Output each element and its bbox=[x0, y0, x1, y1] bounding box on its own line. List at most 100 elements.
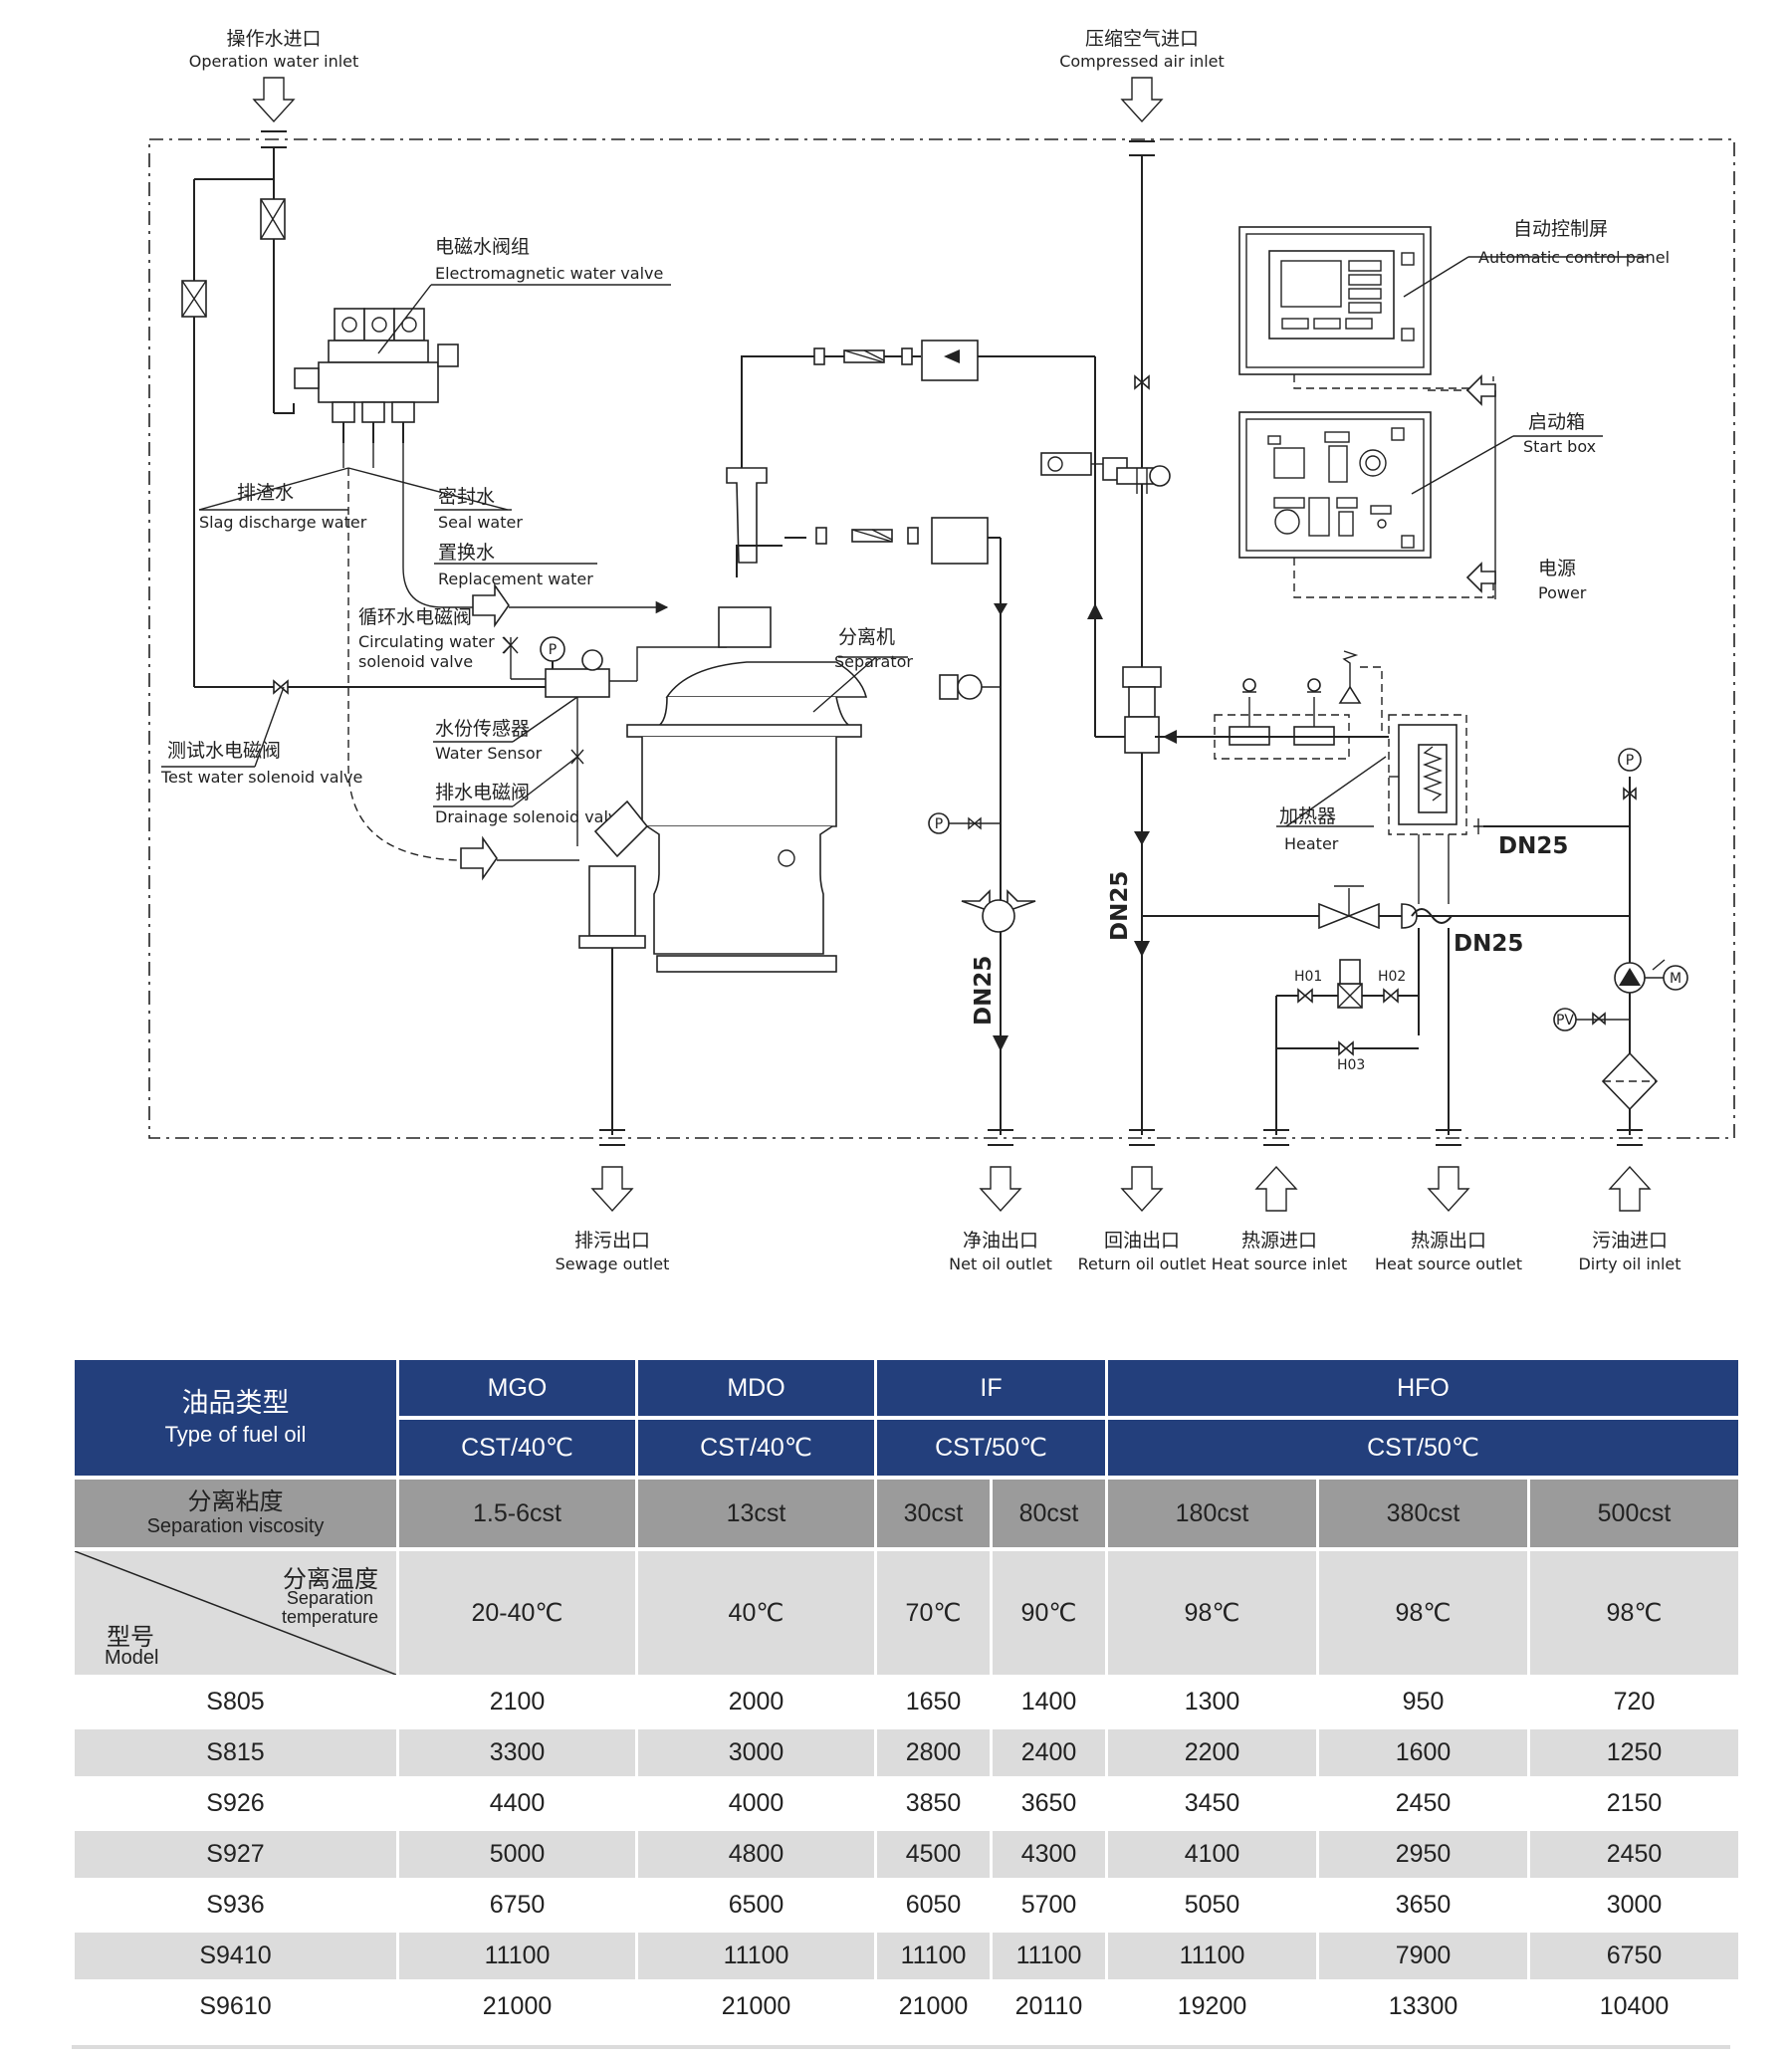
label-en: Start box bbox=[1523, 437, 1596, 456]
heat-source-outlet-en: Heat source outlet bbox=[1375, 1255, 1522, 1273]
viscosity-label: 分离粘度 Separation viscosity bbox=[75, 1480, 396, 1547]
capacity-cell: 4000 bbox=[728, 1789, 784, 1817]
flow-arrow-icon bbox=[460, 835, 498, 881]
capacity-cell: 2950 bbox=[1319, 1831, 1527, 1878]
outlet-arrows bbox=[590, 1165, 1652, 1213]
table-row: S9410 11100 11100 11100 11100 11100 7900… bbox=[75, 1933, 1738, 1979]
label-en: Water Sensor bbox=[435, 744, 543, 763]
heat-source-inlet-en: Heat source inlet bbox=[1212, 1255, 1347, 1273]
label-zh: 测试水电磁阀 bbox=[167, 740, 281, 762]
gauge-label: P bbox=[1626, 753, 1634, 769]
model-cell: S9610 bbox=[199, 1992, 272, 2020]
label-en2: solenoid valve bbox=[358, 652, 473, 671]
inlet-arrow-icon bbox=[1608, 1165, 1652, 1212]
temperature-cell: 98℃ bbox=[1319, 1551, 1527, 1675]
dn25-lower: DN25 bbox=[1454, 931, 1523, 957]
corner-diagonal bbox=[75, 1551, 396, 1675]
capacity-cell: 1650 bbox=[905, 1688, 962, 1716]
fuel-mdo: MDO bbox=[638, 1360, 874, 1416]
table-bottom-rule bbox=[72, 2045, 1730, 2049]
clean-oil-piping: P DN25 bbox=[736, 340, 1143, 1135]
slag-water-en: Slag discharge water bbox=[199, 513, 367, 532]
capacity-cell: 6050 bbox=[905, 1891, 962, 1919]
capacity-cell: 3300 bbox=[399, 1729, 635, 1776]
label-en: Electromagnetic water valve bbox=[435, 264, 663, 283]
dn25-net: DN25 bbox=[971, 956, 997, 1026]
return-oil-piping: DN25 DN25 bbox=[1107, 666, 1630, 1135]
capacity-cell: 2150 bbox=[1606, 1789, 1663, 1817]
capacity-cell: 4400 bbox=[489, 1789, 546, 1817]
temperature-en-1: Separation bbox=[286, 1588, 373, 1608]
dn25-return: DN25 bbox=[1107, 871, 1133, 941]
viscosity-en: Separation viscosity bbox=[146, 1515, 325, 1538]
power-en: Power bbox=[1538, 583, 1587, 602]
temperature-cell: 20-40℃ bbox=[399, 1551, 635, 1675]
model-cell: S936 bbox=[206, 1891, 265, 1919]
return-oil-outlet-zh: 回油出口 bbox=[1104, 1230, 1180, 1252]
capacity-cell: 3450 bbox=[1184, 1789, 1240, 1817]
operation-water-inlet: 操作水进口 Operation water inlet bbox=[189, 28, 359, 148]
system-boundary bbox=[148, 138, 1735, 1139]
slag-water-zh: 排渣水 bbox=[237, 482, 294, 504]
model-cell: S926 bbox=[206, 1789, 265, 1817]
temperature-cell: 90℃ bbox=[993, 1551, 1105, 1675]
drain-en: Drainage solenoid valve bbox=[435, 807, 627, 826]
dn25-upper: DN25 bbox=[1498, 833, 1568, 859]
heat-source-inlet-zh: 热源进口 bbox=[1241, 1230, 1317, 1252]
h02-label: H02 bbox=[1378, 969, 1406, 985]
heater-assembly: 加热器 Heater DN25 bbox=[1155, 650, 1630, 1135]
unit-header-row: CST/40℃ CST/40℃ CST/50℃ CST/50℃ bbox=[75, 1420, 1738, 1476]
capacity-cell: 11100 bbox=[993, 1933, 1105, 1979]
label-zh: 水份传感器 bbox=[435, 718, 530, 740]
temperature-en-2: temperature bbox=[281, 1606, 378, 1627]
label-en: Compressed air inlet bbox=[1059, 52, 1225, 71]
model-cell: S927 bbox=[75, 1831, 396, 1878]
capacity-cell: 3650 bbox=[1395, 1891, 1452, 1919]
label-en: Operation water inlet bbox=[189, 52, 359, 71]
dirty-oil-inlet-zh: 污油进口 bbox=[1592, 1230, 1668, 1252]
pressure-gauge-icon bbox=[540, 636, 565, 662]
table-row: S927 5000 4800 4500 4300 4100 2950 2450 bbox=[75, 1831, 1738, 1878]
capacity-cell: 2450 bbox=[1530, 1831, 1738, 1878]
table-row: S936 6750 6500 6050 5700 5050 3650 3000 bbox=[75, 1882, 1738, 1929]
capacity-cell: 1250 bbox=[1530, 1729, 1738, 1776]
compressed-air-inlet: 压缩空气进口 Compressed air inlet bbox=[1059, 28, 1225, 156]
model-cell: S9410 bbox=[75, 1933, 396, 1979]
flow-arrow-icon bbox=[472, 582, 510, 628]
h01-label: H01 bbox=[1294, 969, 1322, 985]
h03-label: H03 bbox=[1337, 1057, 1365, 1073]
fuel-type-header-row: 油品类型 Type of fuel oil MGO MDO IF HFO bbox=[75, 1360, 1738, 1476]
replacement-water-en: Replacement water bbox=[438, 570, 593, 588]
capacity-cell: 3650 bbox=[1020, 1789, 1077, 1817]
capacity-cell: 11100 bbox=[638, 1933, 874, 1979]
capacity-cell: 2400 bbox=[993, 1729, 1105, 1776]
separator: 分离机 Separator bbox=[578, 467, 913, 1135]
dirty-oil-line: P M PV bbox=[1553, 748, 1688, 1135]
gauge-label: P bbox=[935, 816, 943, 832]
viscosity-cell: 80cst bbox=[993, 1480, 1105, 1547]
capacity-cell: 6750 bbox=[1530, 1933, 1738, 1979]
replacement-water-zh: 置换水 bbox=[438, 542, 495, 564]
model-en: Model bbox=[105, 1647, 159, 1669]
inlet-arrow-icon bbox=[1120, 77, 1164, 123]
capacity-cell: 6500 bbox=[728, 1891, 784, 1919]
viscosity-zh: 分离粘度 bbox=[187, 1487, 284, 1515]
viscosity-cell: 13cst bbox=[638, 1480, 874, 1547]
temperature-cell: 70℃ bbox=[877, 1551, 990, 1675]
capacity-cell: 2800 bbox=[877, 1729, 990, 1776]
unit-mgo: CST/40℃ bbox=[399, 1420, 635, 1476]
outlet-labels: 排污出口 Sewage outlet 净油出口 Net oil outlet 回… bbox=[556, 1230, 1681, 1273]
inlet-arrow-icon bbox=[1254, 1165, 1298, 1212]
label-en: Circulating water bbox=[358, 632, 495, 651]
return-oil-outlet-en: Return oil outlet bbox=[1078, 1255, 1207, 1273]
heater-zh: 加热器 bbox=[1279, 805, 1336, 827]
outlet-arrow-icon bbox=[1427, 1166, 1470, 1213]
capacity-cell: 4100 bbox=[1108, 1831, 1316, 1878]
viscosity-cell: 500cst bbox=[1530, 1480, 1738, 1547]
capacity-cell: 4500 bbox=[877, 1831, 990, 1878]
net-oil-outlet-en: Net oil outlet bbox=[949, 1255, 1052, 1273]
label-en: Test water solenoid valve bbox=[160, 768, 362, 787]
table-row: S926 4400 4000 3850 3650 3450 2450 2150 bbox=[75, 1780, 1738, 1827]
capacity-cell: 21000 bbox=[898, 1992, 969, 2020]
capacity-cell: 3850 bbox=[905, 1789, 962, 1817]
